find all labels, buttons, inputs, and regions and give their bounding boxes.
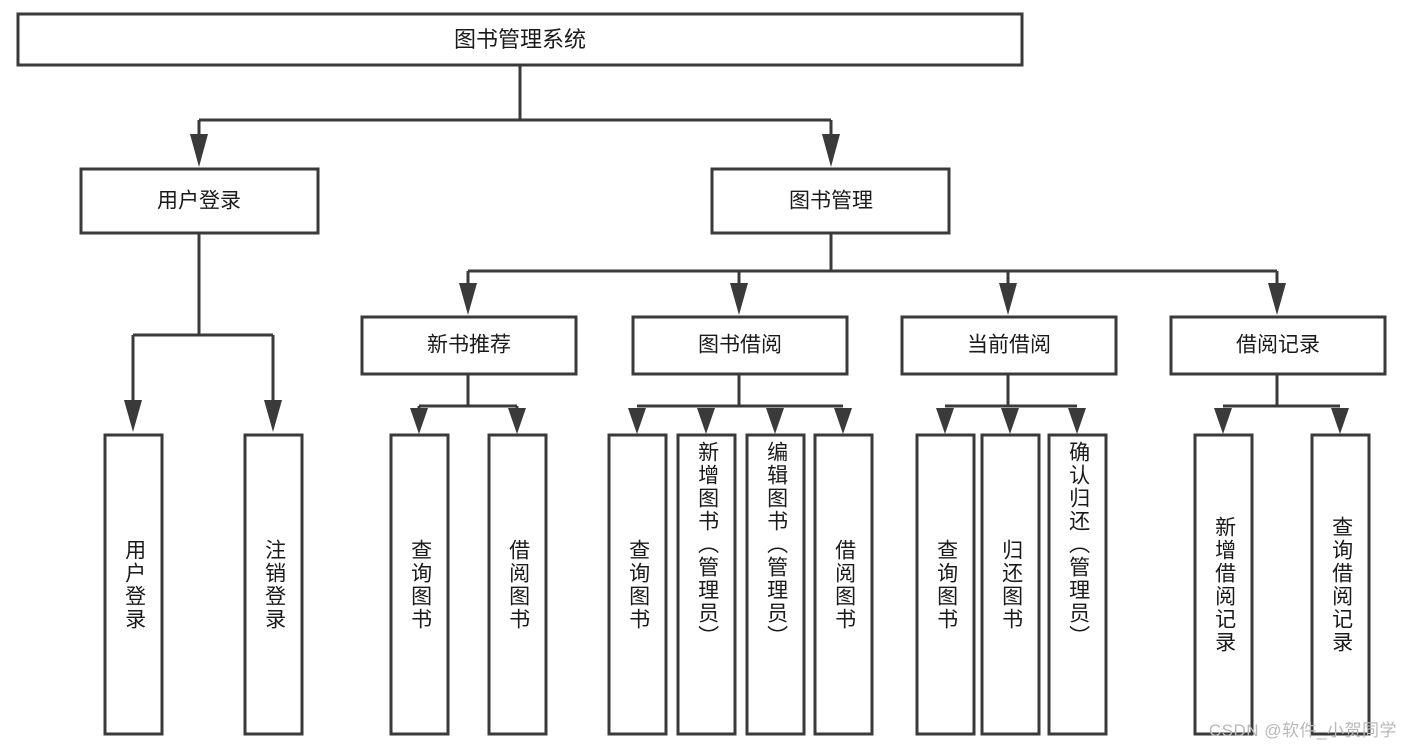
arrow-to-leaf-add-book-admin: [697, 408, 715, 434]
arrow-to-leaf-logout-login: [264, 400, 282, 432]
node-leaf-add-borrow-record-box[interactable]: [1193, 433, 1254, 736]
node-user-login-label: 用户登录: [157, 190, 241, 213]
node-user-login-box[interactable]: [79, 167, 320, 235]
node-leaf-borrow-book-2-box[interactable]: [813, 433, 874, 736]
arrow-to-leaf-query-book-2: [628, 408, 646, 434]
arrow-to-borrow-record: [1268, 283, 1286, 315]
arrow-to-leaf-borrow-book-1: [508, 408, 526, 434]
node-leaf-edit-book-admin-box[interactable]: [745, 433, 806, 736]
arrow-to-current-borrow: [999, 283, 1017, 315]
arrow-to-leaf-user-login: [124, 400, 142, 432]
arrow-to-leaf-edit-book-admin: [766, 408, 784, 434]
node-book-manage-label: 图书管理: [789, 190, 873, 213]
node-leaf-query-book-3-box[interactable]: [915, 433, 976, 736]
node-leaf-borrow-book-1-box[interactable]: [487, 433, 548, 736]
node-layer: 图书管理系统 用户登录 图书管理 新书推荐 图书借阅 当前借阅 借阅记录: [16, 12, 1387, 736]
node-book-borrow-box[interactable]: [631, 315, 849, 376]
node-leaf-query-borrow-record-box[interactable]: [1310, 433, 1371, 736]
connector-layer: [124, 66, 1349, 434]
node-leaf-add-book-admin-box[interactable]: [676, 433, 737, 736]
node-leaf-query-book-1-box[interactable]: [389, 433, 450, 736]
node-current-borrow-label: 当前借阅: [967, 334, 1051, 357]
node-new-book-recommend-box[interactable]: [360, 315, 578, 376]
node-book-manage-box[interactable]: [710, 167, 951, 235]
arrow-to-user-login: [190, 134, 208, 167]
node-leaf-return-book-box[interactable]: [980, 433, 1041, 736]
node-new-book-recommend-label: 新书推荐: [427, 334, 511, 357]
node-root-box[interactable]: [16, 12, 1024, 67]
arrow-to-leaf-add-borrow-record: [1214, 408, 1232, 434]
arrow-to-book-borrow: [730, 283, 748, 315]
node-borrow-record-label: 借阅记录: [1236, 334, 1320, 357]
node-leaf-logout-login-box[interactable]: [243, 433, 304, 736]
node-leaf-query-book-2-box[interactable]: [607, 433, 668, 736]
node-leaf-user-login-box[interactable]: [103, 433, 164, 736]
node-borrow-record-box[interactable]: [1169, 315, 1387, 376]
arrow-to-leaf-confirm-return-admin: [1068, 408, 1086, 434]
node-book-borrow-label: 图书借阅: [698, 334, 782, 357]
arrow-to-book-manage: [822, 134, 840, 167]
arrow-to-leaf-query-book-3: [936, 408, 954, 434]
arrow-to-leaf-return-book: [1001, 408, 1019, 434]
arrow-to-new-book-recommend: [459, 283, 477, 315]
node-leaf-confirm-return-admin-box[interactable]: [1047, 433, 1108, 736]
watermark: CSDN @软件_小贺同学: [1208, 721, 1397, 740]
arrow-to-leaf-borrow-book-2: [834, 408, 852, 434]
arrow-to-leaf-query-borrow-record: [1331, 408, 1349, 434]
node-current-borrow-box[interactable]: [900, 315, 1118, 376]
arrow-to-leaf-query-book-1: [410, 408, 428, 434]
node-root-label: 图书管理系统: [454, 27, 586, 52]
